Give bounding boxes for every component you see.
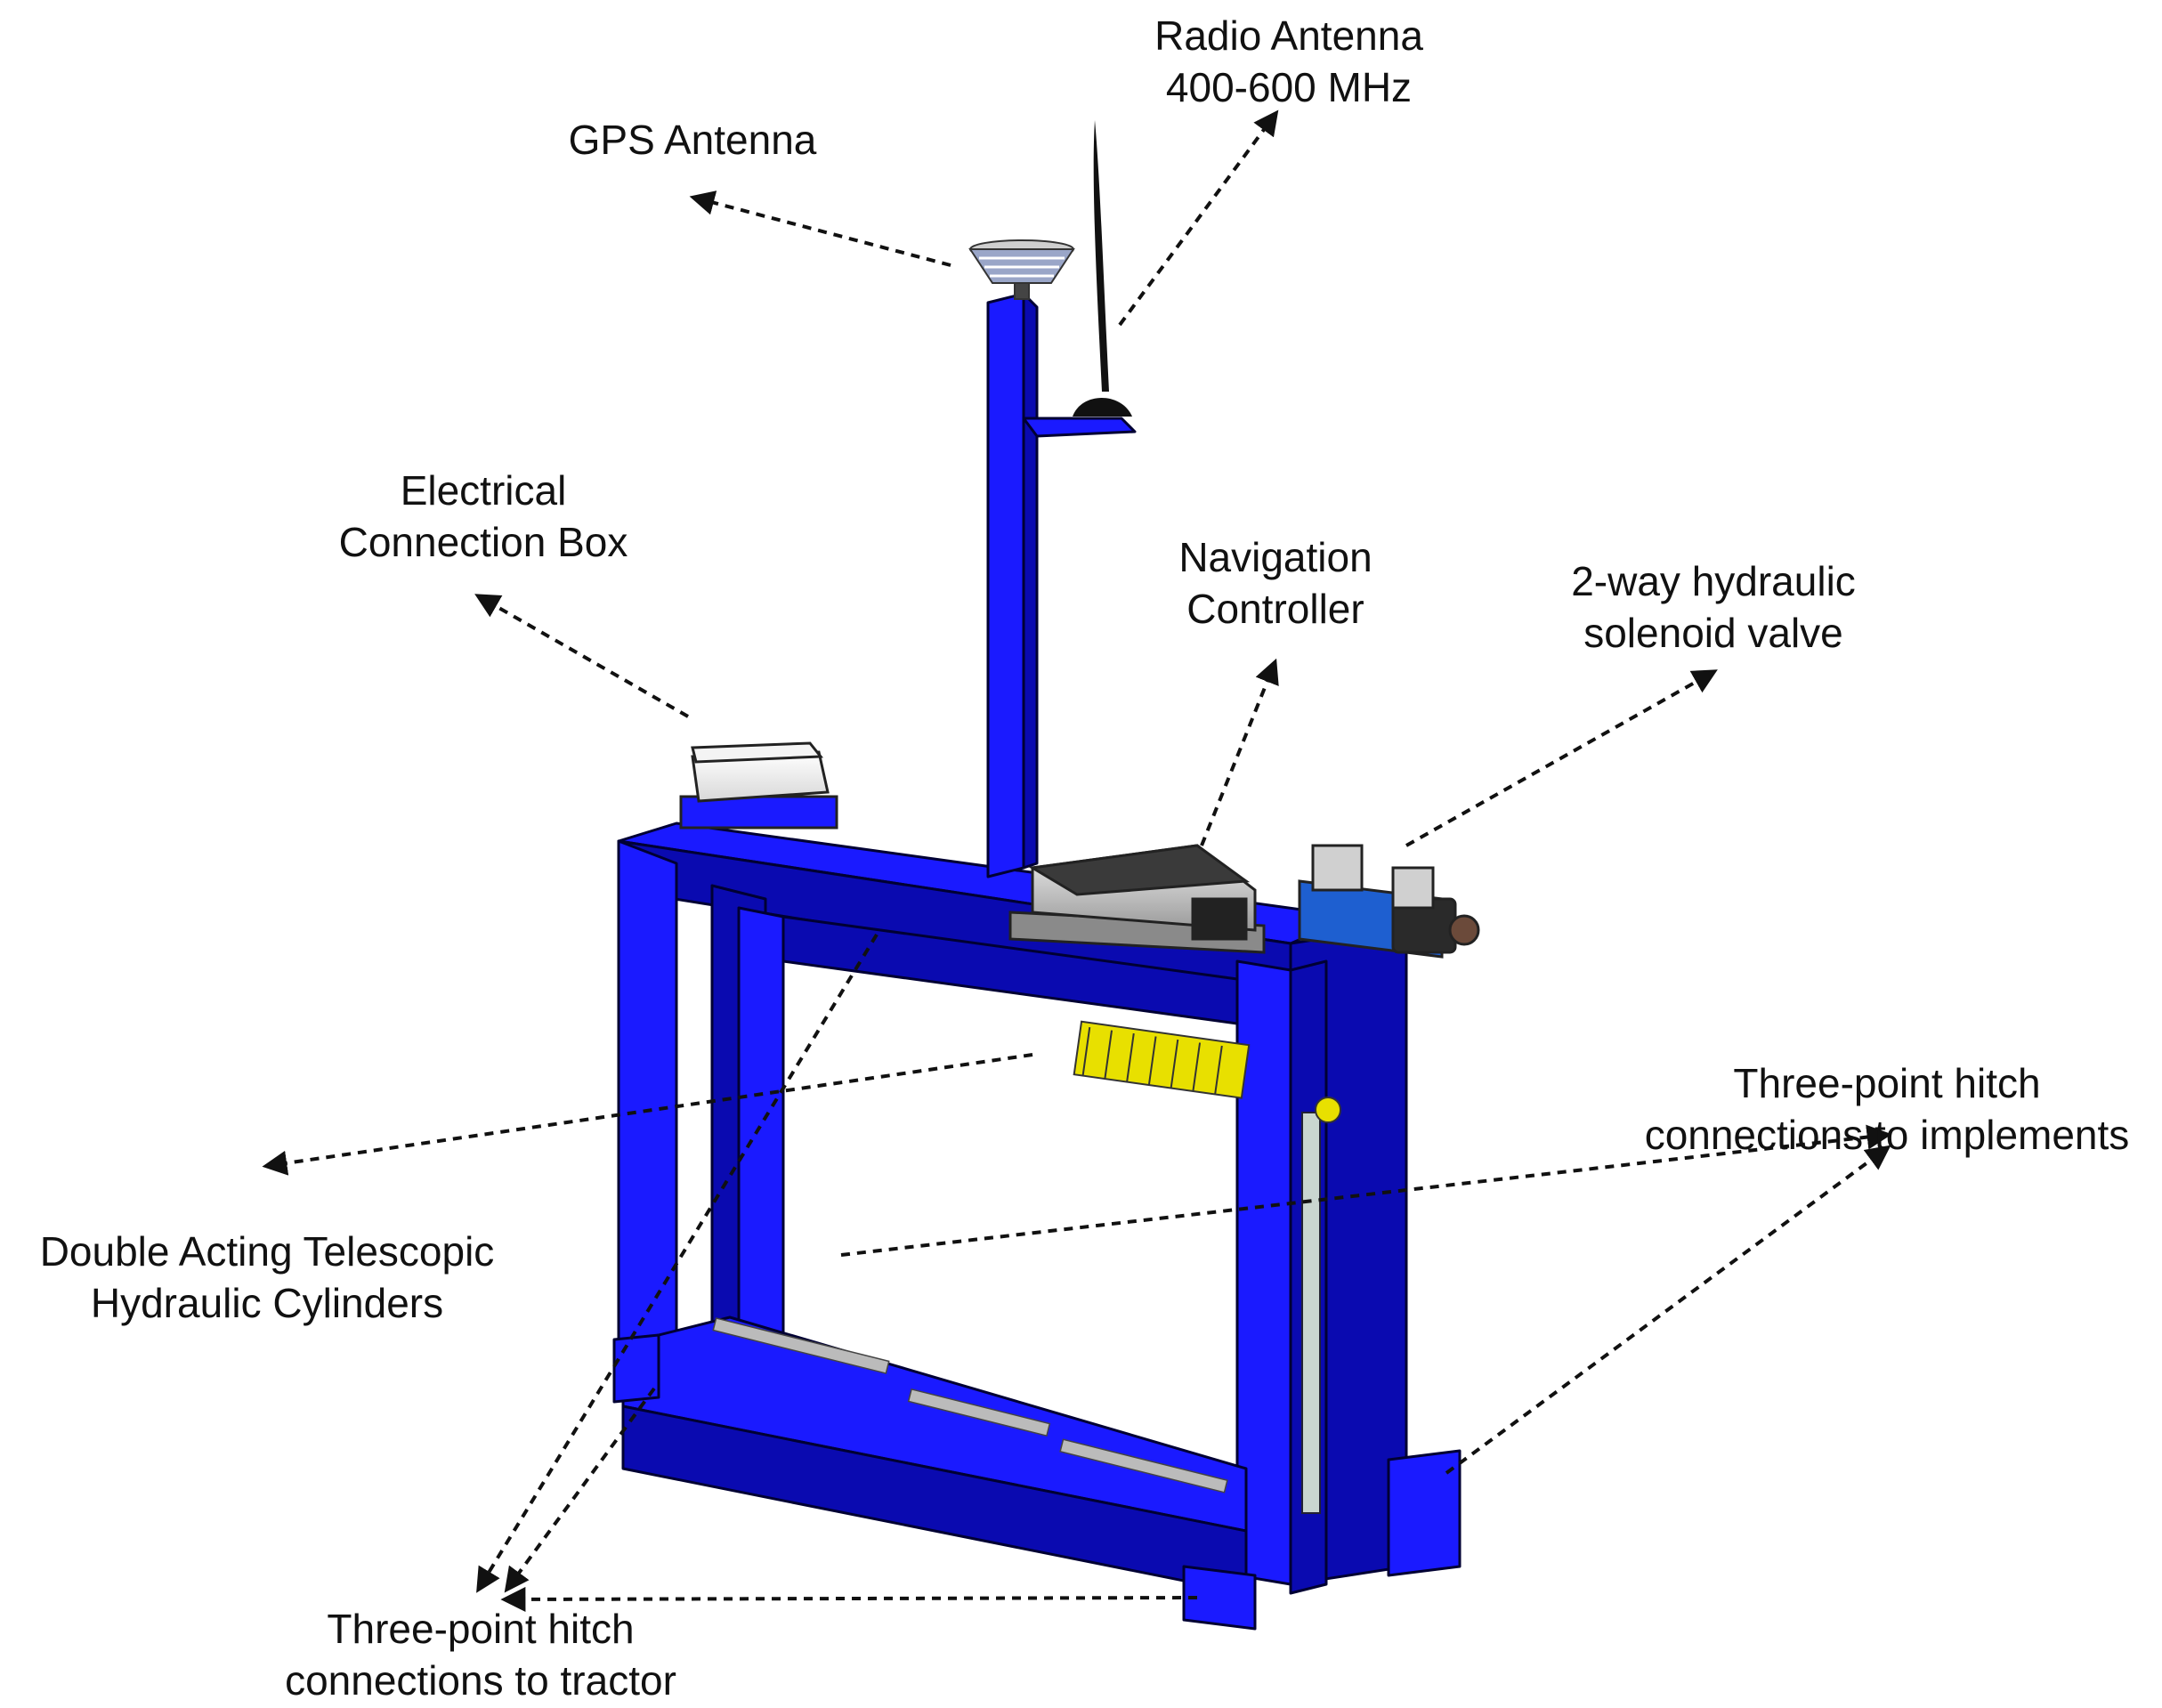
arrow-tractor-3 [500,1586,1198,1612]
frame-left-post [617,839,678,1372]
label-hydraulic-cylinders-line1: Double Acting Telescopic [39,1228,495,1275]
label-gps-antenna: GPS Antenna [569,114,817,166]
label-gps-antenna-line1: GPS Antenna [568,117,817,163]
label-hitch-tractor: Three-point hitch connections to tractor [285,1603,676,1706]
label-radio-antenna: Radio Antenna 400-600 MHz [1154,10,1423,113]
radio-antenna-bracket [1022,417,1137,438]
label-hitch-implements: Three-point hitch connections to impleme… [1645,1057,2130,1161]
cylinder-port [1315,1097,1341,1123]
navigation-controller [1008,844,1266,954]
label-hitch-tractor-line1: Three-point hitch [327,1606,635,1652]
arrow-solenoid-valve [1405,669,1718,847]
antenna-mast [986,292,1025,878]
label-hydraulic-cylinders-line2: Hydraulic Cylinders [90,1280,444,1326]
label-solenoid-valve-line2: solenoid valve [1583,610,1843,656]
label-navigation-controller-line2: Controller [1186,586,1364,632]
antenna-mast-side [1022,292,1039,870]
machine-illustration [612,292,1462,1631]
label-electrical-box-line1: Electrical [400,467,567,514]
label-radio-antenna-line1: Radio Antenna [1154,12,1423,59]
gps-antenna-icon [968,239,1075,300]
label-electrical-box: Electrical Connection Box [339,465,628,568]
solenoid-valve [1298,844,1480,959]
radio-antenna-icon [1073,120,1132,417]
label-navigation-controller-line1: Navigation [1178,534,1373,580]
frame-inner-top-bar [781,915,1239,1025]
label-solenoid-valve: 2-way hydraulic solenoid valve [1571,555,1856,659]
arrow-navigation-controller [1200,658,1279,846]
label-hitch-implements-line1: Three-point hitch [1733,1060,2041,1106]
label-navigation-controller: Navigation Controller [1178,531,1372,635]
frame-inner-left [737,906,785,1355]
implement-hitch-bracket [1387,1449,1462,1577]
arrow-implements-2 [1445,1145,1891,1475]
label-electrical-box-line2: Connection Box [338,519,628,565]
label-hydraulic-cylinders: Double Acting Telescopic Hydraulic Cylin… [40,1226,495,1329]
callout-arrows [262,109,1892,1612]
arrow-hydraulic-cylinders [262,1053,1033,1176]
arrow-radio-antenna [1118,109,1279,327]
hydraulic-cylinder-spring [1073,1020,1251,1099]
label-radio-antenna-line2: 400-600 MHz [1165,64,1413,110]
electrical-connection-box [679,741,838,830]
label-solenoid-valve-line1: 2-way hydraulic [1571,558,1856,604]
arrow-gps-antenna [689,190,951,267]
tractor-hitch-left [612,1333,660,1404]
tractor-hitch-right [1182,1565,1257,1631]
label-hitch-tractor-line2: connections to tractor [285,1657,676,1704]
bottom-rail-teeth [712,1317,1228,1493]
telescopic-cylinder [1301,1112,1321,1514]
arrow-electrical-box [474,594,689,718]
label-hitch-implements-line2: connections to implements [1644,1112,2130,1158]
